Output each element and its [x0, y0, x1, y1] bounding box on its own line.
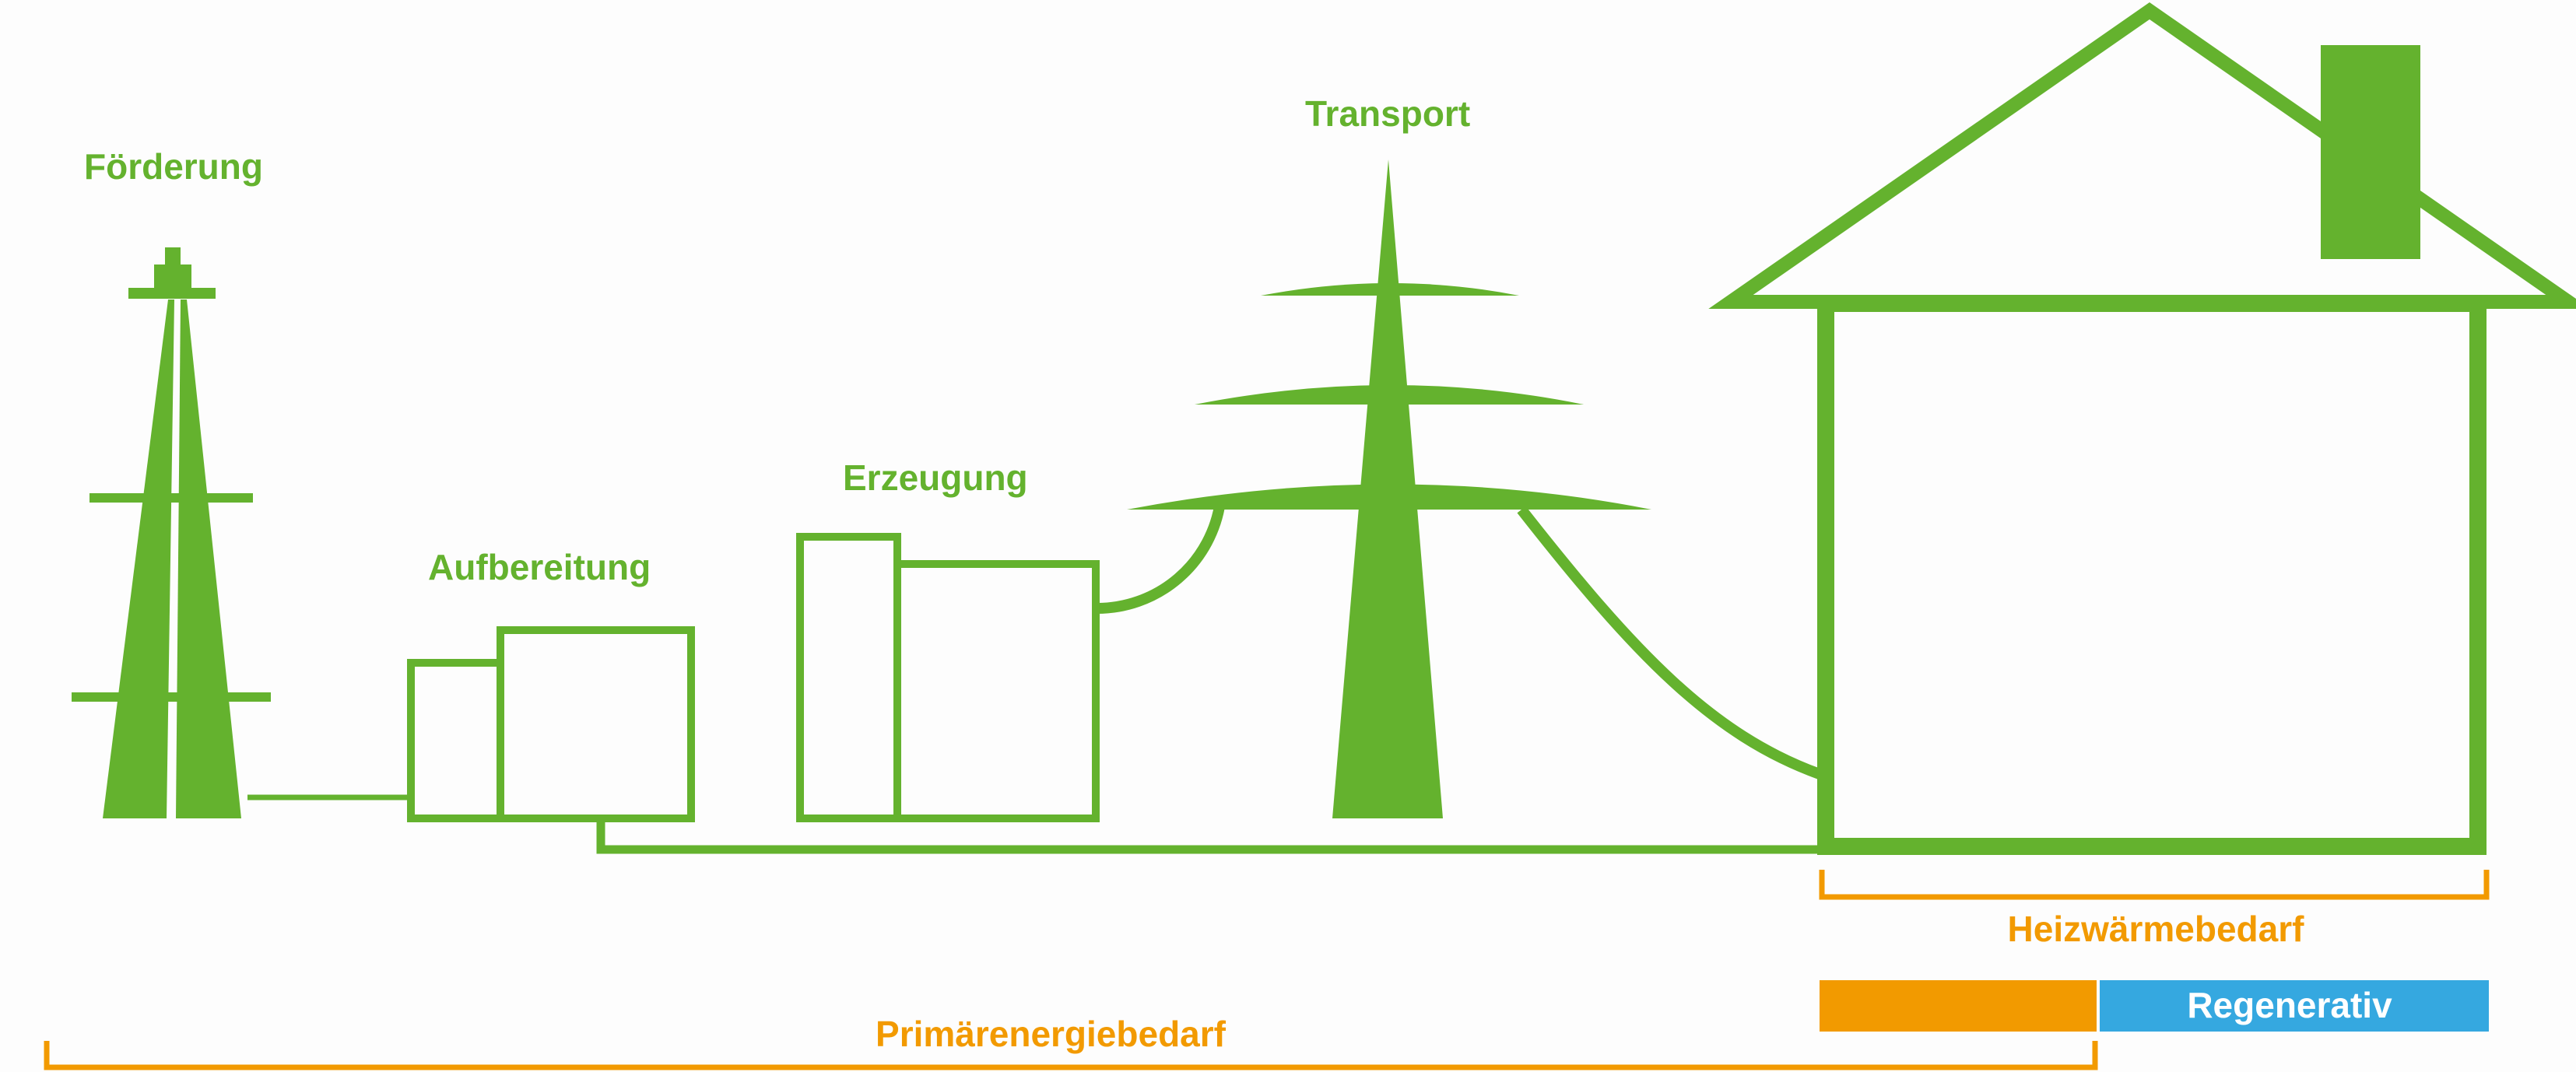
label-foerderung: Förderung	[84, 146, 263, 187]
power-pylon-icon	[1127, 159, 1651, 818]
ground-pipeline	[596, 818, 1820, 854]
label-transport: Transport	[1305, 93, 1470, 134]
label-heizwaermebedarf: Heizwärmebedarf	[2008, 909, 2305, 949]
label-primaerenergiebedarf: Primärenergiebedarf	[876, 1014, 1227, 1054]
regenerativ-bar	[2100, 980, 2489, 1032]
drilling-derrick-icon	[72, 247, 271, 818]
chimney-icon	[2321, 45, 2420, 259]
house-icon	[1708, 2, 2576, 855]
power-cable	[1517, 506, 1822, 779]
label-regenerativ: Regenerativ	[2187, 985, 2392, 1025]
fossil-share-bar	[1820, 980, 2097, 1032]
primaerenergiebedarf-bracket	[44, 1041, 2098, 1070]
label-aufbereitung: Aufbereitung	[428, 547, 651, 587]
label-erzeugung: Erzeugung	[843, 457, 1028, 498]
treatment-plant-icon	[407, 626, 695, 822]
heizwaermebedarf-bracket	[1819, 870, 2490, 900]
power-line-arc	[1095, 500, 1226, 615]
power-plant-icon	[796, 533, 1100, 822]
